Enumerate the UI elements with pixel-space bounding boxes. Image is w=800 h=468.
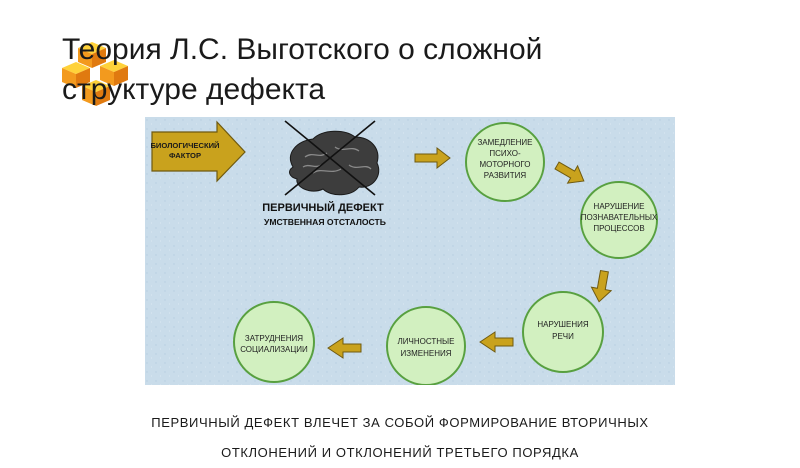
flow-arrow-to-cognitive (554, 161, 585, 184)
node-personality-changes: ЛИЧНОСТНЫЕ ИЗМЕНЕНИЯ (386, 306, 466, 385)
flow-arrow-to-motor (414, 146, 451, 170)
slide-caption: ПЕРВИЧНЫЙ ДЕФЕКТ ВЛЕЧЕТ ЗА СОБОЙ ФОРМИРО… (0, 408, 800, 468)
node-social-line-1: ЗАТРУДНЕНИЯ (245, 334, 303, 343)
node-social-line-2: СОЦИАЛИЗАЦИИ (240, 345, 308, 354)
node-cognitive-line-1: НАРУШЕНИЕ (594, 202, 645, 211)
slide-title: Теория Л.С. Выготского о сложной структу… (62, 33, 543, 106)
node-personality-line-1: ЛИЧНОСТНЫЕ (398, 337, 455, 346)
node-cognitive-line-2: ПОЗНАВАТЕЛЬНЫХ (581, 213, 658, 222)
node-socialization-difficulties: ЗАТРУДНЕНИЯ СОЦИАЛИЗАЦИИ (233, 301, 315, 383)
node-motor-line-3: МОТОРНОГО (479, 160, 530, 169)
primary-defect-title: ПЕРВИЧНЫЙ ДЕФЕКТ (262, 201, 384, 214)
node-cognitive-line-3: ПРОЦЕССОВ (593, 224, 644, 233)
caption-line-1: ПЕРВИЧНЫЙ ДЕФЕКТ ВЛЕЧЕТ ЗА СОБОЙ ФОРМИРО… (151, 415, 649, 430)
node-personality-line-2: ИЗМЕНЕНИЯ (401, 349, 452, 358)
node-motor-line-4: РАЗВИТИЯ (484, 171, 527, 180)
flow-arrow-to-social (327, 337, 362, 359)
node-motor-development: ЗАМЕДЛЕНИЕ ПСИХО- МОТОРНОГО РАЗВИТИЯ (465, 122, 545, 202)
biological-factor-arrow: БИОЛОГИЧЕСКИЙ ФАКТОР (150, 120, 246, 183)
primary-defect-subtitle: УМСТВЕННАЯ ОТСТАЛОСТЬ (264, 217, 386, 227)
flow-arrow-to-speech (590, 269, 613, 303)
node-motor-line-2: ПСИХО- (489, 149, 521, 158)
logo-cube (62, 62, 90, 88)
caption-line-2: ОТКЛОНЕНИЙ И ОТКЛОНЕНИЙ ТРЕТЬЕГО ПОРЯДКА (221, 445, 579, 460)
defect-structure-diagram: БИОЛОГИЧЕСКИЙ ФАКТОР ПЕРВИЧНЫЙ ДЕФЕКТ УМ… (145, 117, 675, 385)
logo-cube (100, 60, 128, 86)
flow-arrow-to-personal (479, 331, 514, 353)
bio-factor-label-2: ФАКТОР (169, 151, 201, 160)
diagram-panel: БИОЛОГИЧЕСКИЙ ФАКТОР ПЕРВИЧНЫЙ ДЕФЕКТ УМ… (145, 117, 675, 385)
node-motor-line-1: ЗАМЕДЛЕНИЕ (477, 138, 532, 147)
crossed-brain-icon (284, 120, 380, 196)
node-speech-line-1: НАРУШЕНИЯ (537, 320, 589, 329)
node-cognitive-processes: НАРУШЕНИЕ ПОЗНАВАТЕЛЬНЫХ ПРОЦЕССОВ (580, 181, 658, 259)
node-speech-disorders: НАРУШЕНИЯ РЕЧИ (522, 291, 604, 373)
cube-logo-icon (62, 42, 128, 106)
bio-factor-label-1: БИОЛОГИЧЕСКИЙ (150, 141, 219, 150)
node-speech-line-2: РЕЧИ (552, 332, 574, 341)
logo-cube (82, 80, 110, 106)
logo-cube (78, 42, 106, 68)
